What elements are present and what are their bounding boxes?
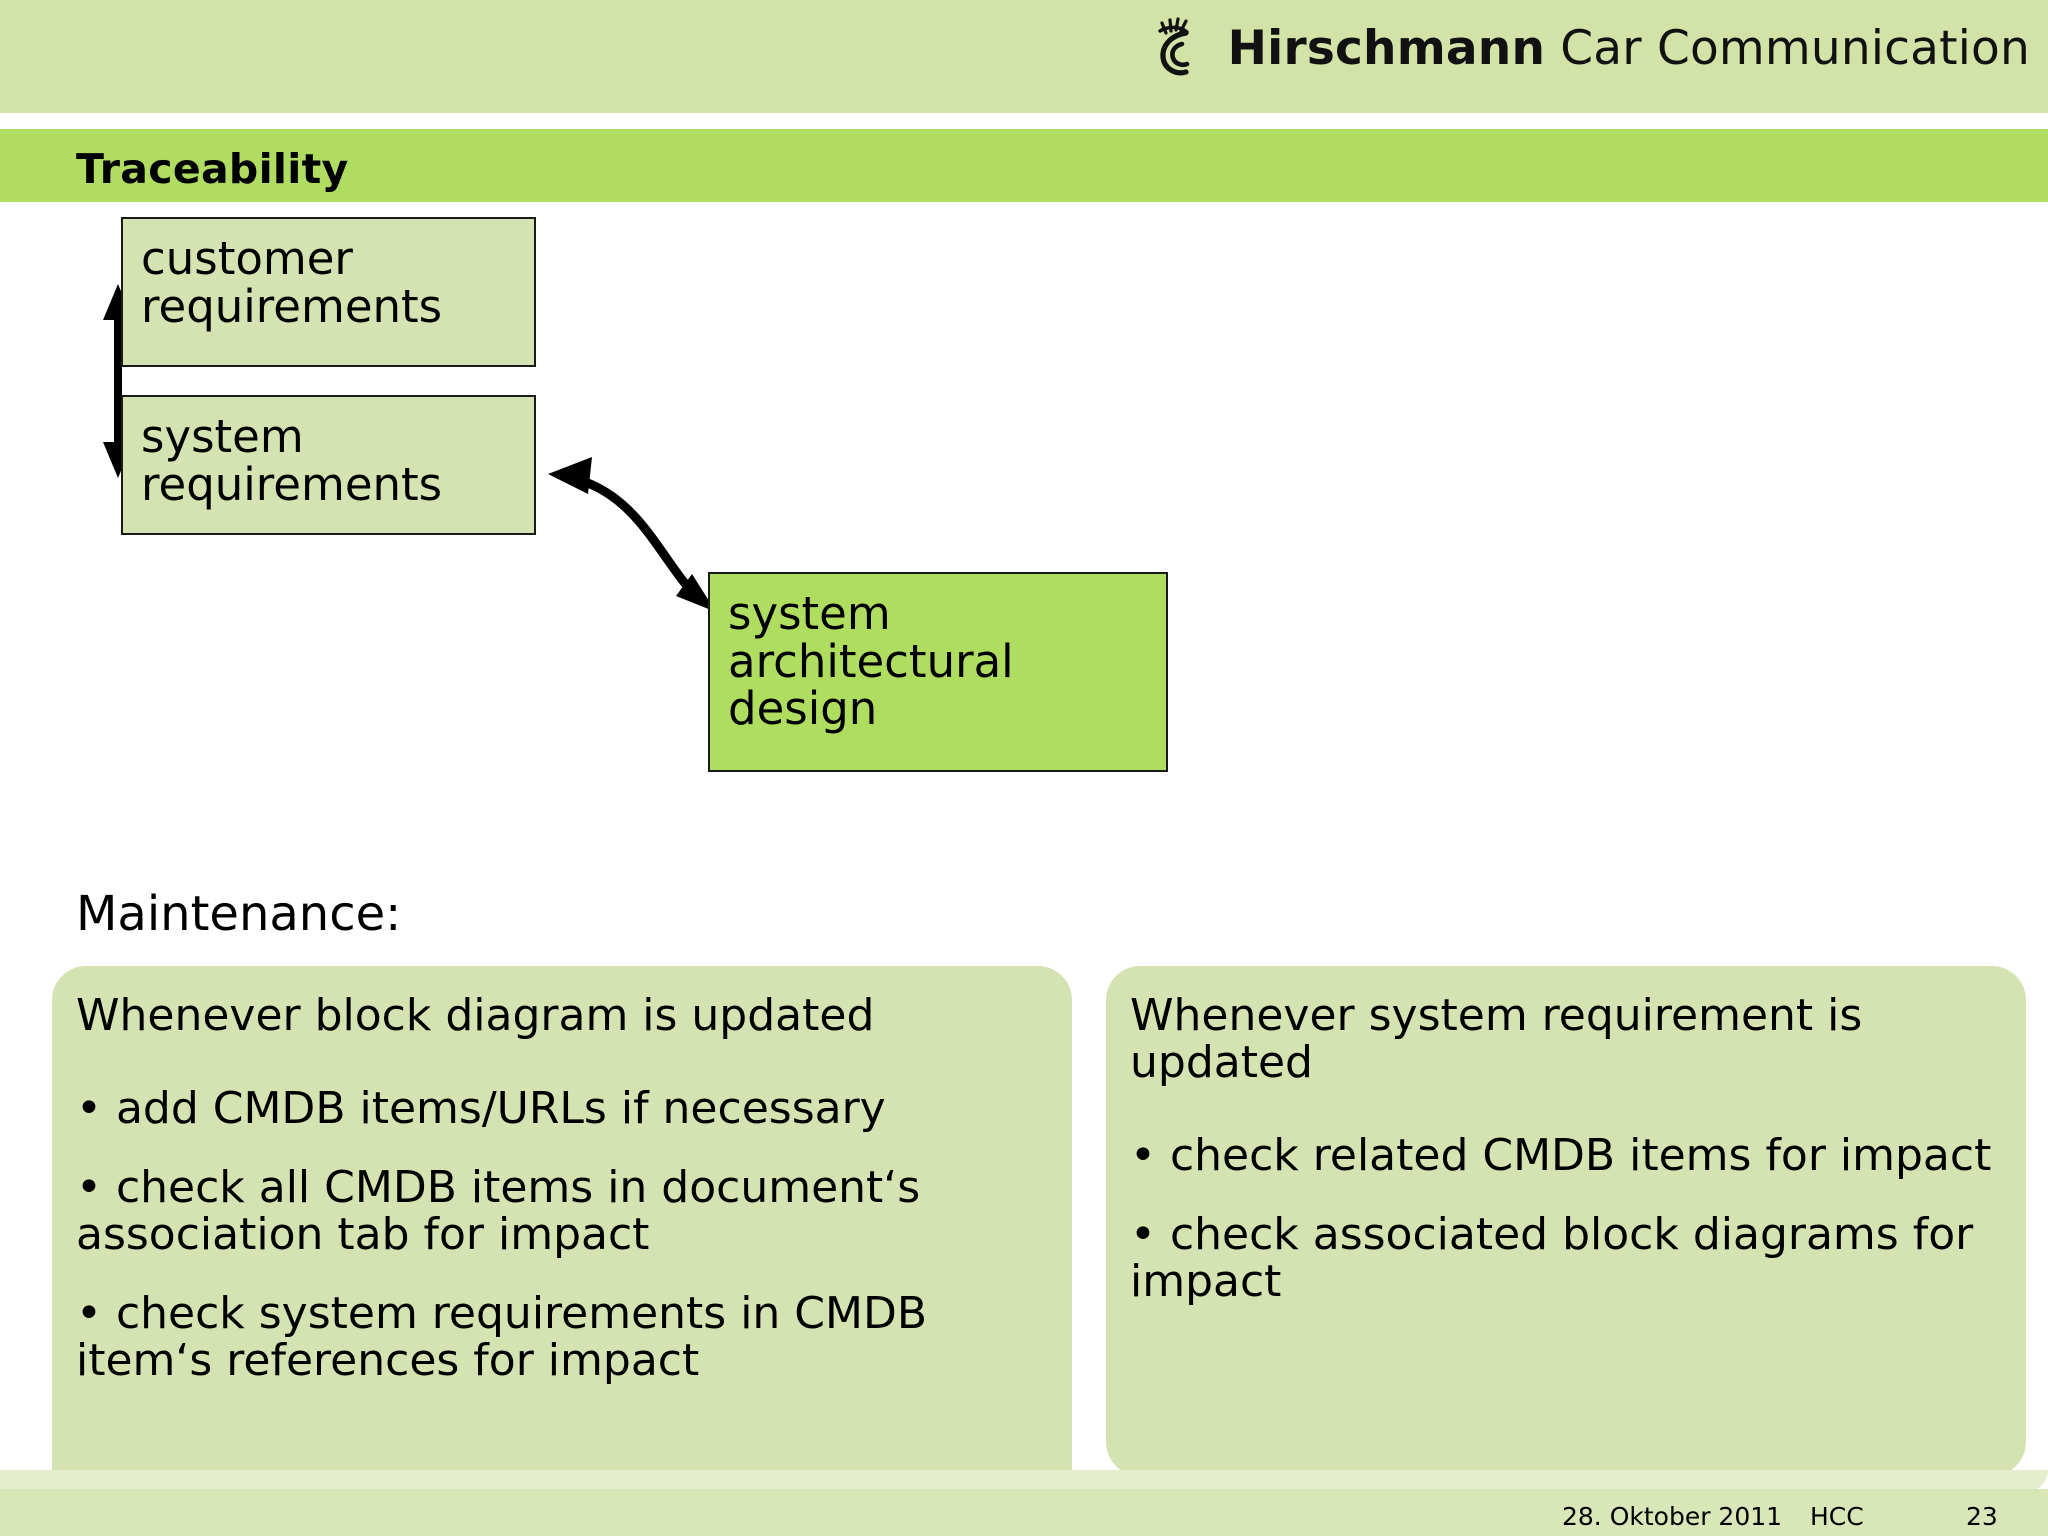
node-system-requirements-line2: requirements [141, 457, 443, 511]
node-customer-requirements-line2: requirements [141, 279, 443, 333]
brand-band: Hirschmann Car Communication [0, 0, 2048, 113]
node-customer-requirements-line1: customer [141, 232, 353, 285]
callout-right-bullet-2: • check associated block diagrams for im… [1130, 1209, 1974, 1308]
connector-sysreq-arch [548, 457, 716, 612]
node-system-architectural-design-line1: system [728, 587, 891, 640]
footer-date: 28. Oktober 2011 [1562, 1502, 1783, 1531]
callout-right-lead: Whenever system requirement is updated [1130, 990, 1863, 1089]
page-title: Traceability [76, 145, 349, 193]
brand-logo: Hirschmann Car Communication [1156, 8, 2030, 88]
diagram-connectors [103, 284, 716, 612]
callout-system-requirement-updated: Whenever system requirement is updated •… [1106, 966, 2026, 1476]
node-system-architectural-design-line3: design [728, 682, 878, 736]
brand-name-bold: Hirschmann [1227, 20, 1546, 76]
brand-name-light: Car Communication [1560, 20, 2030, 76]
traceability-diagram: customer requirements system requirement… [0, 202, 2048, 772]
callout-left-lead: Whenever block diagram is updated [76, 990, 875, 1041]
node-system-architectural-design-line2: architectural [728, 634, 1014, 688]
footer-band [0, 1489, 2048, 1536]
callout-left-bullet-2: • check all CMDB items in document‘s ass… [76, 1162, 921, 1261]
footer-swoosh [0, 1470, 2048, 1492]
slide-title-band: Traceability [0, 129, 2048, 202]
node-system-requirements: system requirements [121, 395, 536, 535]
maintenance-heading: Maintenance: [76, 886, 402, 942]
brand-name: Hirschmann Car Communication [1228, 25, 2030, 72]
stag-head-icon [1157, 17, 1189, 76]
node-customer-requirements: customer requirements [121, 217, 536, 367]
footer-page-number: 23 [1966, 1502, 1998, 1531]
node-system-requirements-line1: system [141, 410, 304, 463]
callout-right-bullet-1: • check related CMDB items for impact [1130, 1130, 1992, 1182]
callout-left-bullet-1: • add CMDB items/URLs if necessary [76, 1083, 886, 1135]
callout-block-diagram-updated: Whenever block diagram is updated • add … [52, 966, 1072, 1511]
callout-left-bullet-3: • check system requirements in CMDB item… [76, 1288, 928, 1387]
node-system-architectural-design: system architectural design [708, 572, 1168, 772]
footer-org: HCC [1810, 1502, 1864, 1531]
